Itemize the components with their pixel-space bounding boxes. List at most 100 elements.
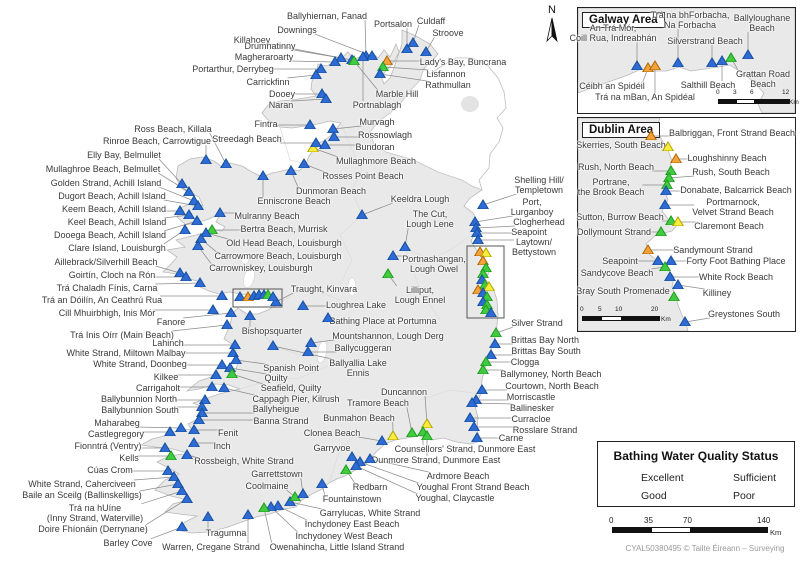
leader-line xyxy=(382,66,429,71)
leader-line xyxy=(155,282,201,285)
leader-line xyxy=(730,57,739,71)
leader-line xyxy=(139,483,179,492)
scalebar-unit: Km xyxy=(789,99,799,106)
leader-line xyxy=(353,60,379,91)
leader-line xyxy=(668,175,695,179)
leader-line xyxy=(200,238,217,253)
north-arrow-label: N xyxy=(548,4,556,16)
scalebar-tick: 6 xyxy=(750,89,754,96)
scalebar-tick: 12 xyxy=(782,89,790,96)
leader-line xyxy=(229,367,267,375)
scalebar-unit: Km xyxy=(661,316,671,323)
leader-line xyxy=(359,461,419,484)
scalebar-tick: 3 xyxy=(733,89,737,96)
scalebar-tick: 35 xyxy=(644,516,653,525)
leader-line xyxy=(321,483,326,496)
leader-line xyxy=(300,477,304,495)
leader-line xyxy=(310,339,335,344)
leader-line xyxy=(312,147,339,158)
dublin-inset-title: Dublin Area xyxy=(582,122,661,138)
leader-line xyxy=(209,132,227,165)
scalebar-tick: 140 xyxy=(757,516,771,525)
leader-line xyxy=(369,458,429,473)
scalebar-tick: 10 xyxy=(615,306,623,313)
northern-ireland-region xyxy=(369,57,507,191)
scalebar-tick: 20 xyxy=(651,306,659,313)
leader-line xyxy=(133,476,175,481)
legend-title: Bathing Water Quality Status xyxy=(613,449,779,463)
leader-line xyxy=(404,228,409,248)
legend-item-label: Sufficient xyxy=(733,472,776,484)
leader-line xyxy=(231,373,263,385)
leader-line xyxy=(364,20,367,57)
leader-line xyxy=(412,24,420,44)
leader-line xyxy=(145,498,188,526)
leader-line xyxy=(163,229,186,245)
dublin-inset-panel: Dublin Area xyxy=(577,117,796,332)
scalebar-tick: 5 xyxy=(598,306,602,313)
galway-inset-coastline xyxy=(578,8,795,113)
leader-line xyxy=(290,170,299,188)
leader-line xyxy=(205,232,229,240)
galway-inset-panel: Galway Area xyxy=(577,7,796,114)
leader-line xyxy=(677,284,705,290)
leader-line xyxy=(150,526,183,540)
leader-line xyxy=(424,396,428,425)
leader-line xyxy=(223,387,255,396)
leader-line xyxy=(158,172,190,193)
leader-line xyxy=(651,266,666,270)
leader-line xyxy=(355,465,418,495)
leader-line xyxy=(475,225,516,229)
leader-line xyxy=(197,245,212,265)
leader-line xyxy=(183,312,232,319)
north-arrow-icon xyxy=(546,17,558,43)
lakes xyxy=(240,96,479,364)
galway-inset-title: Galway Area xyxy=(582,12,665,28)
leader-line xyxy=(235,359,266,365)
leader-line xyxy=(482,193,517,206)
leader-line xyxy=(332,125,362,130)
leader-line xyxy=(495,326,514,334)
legend-item-label: Good xyxy=(641,490,667,502)
leader-line xyxy=(291,98,327,102)
leader-line xyxy=(314,33,373,57)
leader-line xyxy=(425,36,435,53)
leader-line xyxy=(642,67,649,83)
leader-line xyxy=(286,489,296,498)
scalebar-tick: 0 xyxy=(609,516,614,525)
leader-line xyxy=(171,324,228,332)
leader-line xyxy=(164,214,190,219)
leader-line xyxy=(275,292,294,303)
leader-line xyxy=(263,507,273,544)
leader-line xyxy=(293,49,342,59)
legend-item-label: Excellent xyxy=(641,472,684,484)
leader-line xyxy=(471,402,512,405)
leader-line xyxy=(159,186,195,202)
copyright-credit: CYAL50380495 © Tailte Éireann – Surveyin… xyxy=(625,544,785,553)
leader-line xyxy=(358,436,383,442)
leader-line xyxy=(474,215,513,223)
leader-line xyxy=(140,490,183,505)
leader-line xyxy=(163,220,198,232)
leader-line xyxy=(361,202,393,216)
leader-line xyxy=(289,501,322,510)
scalebar-unit: Km xyxy=(770,528,782,537)
leader-line xyxy=(287,74,317,79)
leader-line xyxy=(387,273,398,287)
leader-line xyxy=(379,73,428,82)
leader-line xyxy=(684,317,711,323)
leader-line xyxy=(186,454,197,458)
leader-line xyxy=(137,426,182,429)
leader-line xyxy=(155,265,181,274)
leader-line xyxy=(406,406,413,434)
leader-line xyxy=(270,506,298,533)
scalebar-tick: 0 xyxy=(580,306,584,313)
scalebar-tick: 70 xyxy=(683,516,692,525)
leader-line xyxy=(345,469,356,484)
scalebar-tick: 0 xyxy=(716,89,720,96)
legend-item-label: Poor xyxy=(733,490,756,502)
county-boundaries xyxy=(237,122,482,484)
